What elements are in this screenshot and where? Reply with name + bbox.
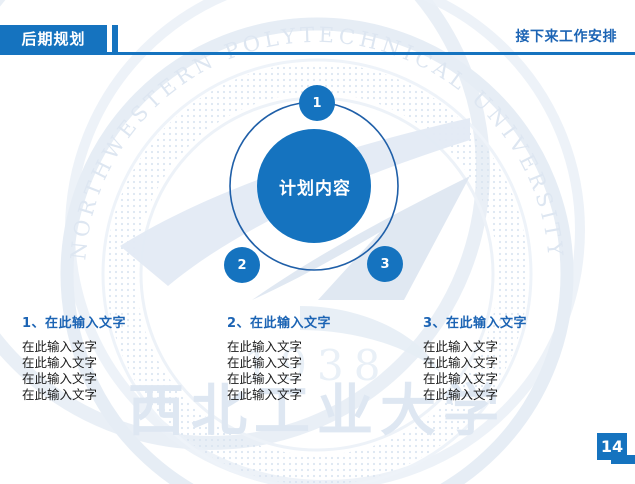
diagram-node-1-label: 1 bbox=[312, 96, 322, 111]
column-1-line-2: 在此输入文字 bbox=[22, 355, 98, 370]
column-3-line-1: 在此输入文字 bbox=[423, 339, 499, 354]
header-accent-bar bbox=[112, 25, 118, 52]
page-title: 接下来工作安排 bbox=[515, 29, 617, 45]
column-3-line-3: 在此输入文字 bbox=[423, 371, 499, 386]
diagram-node-3-label: 3 bbox=[380, 257, 390, 272]
column-2-line-3: 在此输入文字 bbox=[227, 371, 303, 386]
slide-header: 后期规划 接下来工作安排 bbox=[0, 0, 635, 56]
column-2-title: 2、在此输入文字 bbox=[227, 316, 332, 331]
column-1-line-3: 在此输入文字 bbox=[22, 371, 98, 386]
column-2-line-1: 在此输入文字 bbox=[227, 339, 303, 354]
column-2-line-4: 在此输入文字 bbox=[227, 387, 303, 402]
column-3-title: 3、在此输入文字 bbox=[423, 316, 528, 331]
column-3-line-2: 在此输入文字 bbox=[423, 355, 499, 370]
column-3-line-4: 在此输入文字 bbox=[423, 387, 499, 402]
column-1-line-1: 在此输入文字 bbox=[22, 339, 98, 354]
corner-accent-chip bbox=[611, 455, 635, 464]
content-columns: 1、在此输入文字 在此输入文字 在此输入文字 在此输入文字 在此输入文字 2、在… bbox=[0, 312, 635, 422]
content-column-1: 1、在此输入文字 在此输入文字 在此输入文字 在此输入文字 在此输入文字 bbox=[22, 312, 222, 403]
diagram-center-label: 计划内容 bbox=[279, 179, 351, 199]
diagram-node-2-label: 2 bbox=[237, 258, 247, 273]
header-divider bbox=[0, 52, 635, 55]
content-column-3: 3、在此输入文字 在此输入文字 在此输入文字 在此输入文字 在此输入文字 bbox=[423, 312, 623, 403]
content-column-2: 2、在此输入文字 在此输入文字 在此输入文字 在此输入文字 在此输入文字 bbox=[227, 312, 427, 403]
column-2-line-2: 在此输入文字 bbox=[227, 355, 303, 370]
header-section-tab: 后期规划 bbox=[0, 25, 107, 52]
column-1-title: 1、在此输入文字 bbox=[22, 316, 127, 331]
column-1-line-4: 在此输入文字 bbox=[22, 387, 98, 402]
